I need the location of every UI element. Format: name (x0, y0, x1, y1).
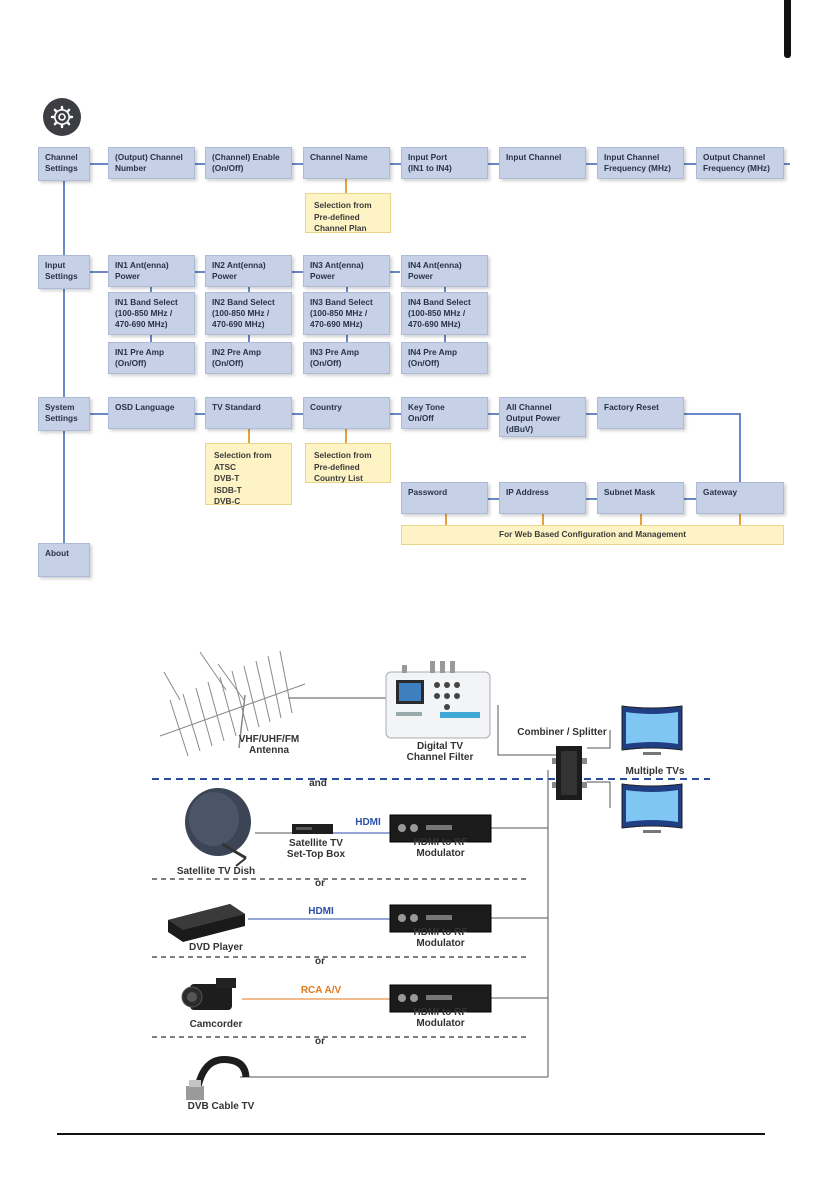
main-spine-line (63, 180, 65, 548)
tv-icon (621, 705, 683, 755)
rca-av-label: RCA A/V (300, 985, 342, 996)
in4-band-select[interactable]: IN4 Band Select (100-850 MHz / 470-690 M… (401, 292, 488, 335)
page-edge-marker (784, 0, 791, 58)
in3-band-select[interactable]: IN3 Band Select (100-850 MHz / 470-690 M… (303, 292, 390, 335)
or-label: or (315, 878, 325, 889)
hdmi-label: HDMI (355, 817, 381, 828)
web-config-note: For Web Based Configuration and Manageme… (401, 525, 784, 545)
modulator-icon (389, 904, 492, 933)
yagi-antenna-icon (159, 650, 306, 757)
all-channel-output-power[interactable]: All Channel Output Power (dBuV) (499, 397, 586, 437)
set-top-box-label: Satellite TV Set-Top Box (286, 838, 346, 860)
note-connector (739, 512, 741, 526)
input-port[interactable]: Input Port (IN1 to IN4) (401, 147, 488, 179)
country[interactable]: Country (303, 397, 390, 429)
satellite-dish-icon (185, 788, 251, 867)
web-ip-address[interactable]: IP Address (499, 482, 586, 514)
settings-gear-icon (43, 98, 81, 136)
tv-icon (621, 783, 683, 833)
system-row-line (90, 413, 698, 415)
dvd-player-label: DVD Player (189, 942, 243, 953)
web-row-line (440, 498, 740, 500)
modulator-icon (389, 984, 492, 1013)
channel-name[interactable]: Channel Name (303, 147, 390, 179)
input-channel[interactable]: Input Channel (499, 147, 586, 179)
factory-to-gateway-line (680, 413, 740, 415)
country-list-note: Selection from Pre-defined Country List (305, 443, 391, 483)
wiring (240, 697, 611, 1078)
channel-plan-note: Selection from Pre-defined Channel Plan (305, 193, 391, 233)
note-connector (542, 512, 544, 526)
factory-reset[interactable]: Factory Reset (597, 397, 684, 429)
input-channel-frequency[interactable]: Input Channel Frequency (MHz) (597, 147, 684, 179)
modulator-label: HDMI to RF Modulator (413, 927, 468, 949)
multiple-tvs-label: Multiple TVs (625, 766, 685, 777)
dvb-cable-tv-label: DVB Cable TV (187, 1101, 255, 1112)
satellite-dish-label: Satellite TV Dish (176, 866, 256, 877)
gateway-drop-line (739, 413, 741, 483)
modulator-label: HDMI to RF Modulator (413, 1007, 468, 1029)
camcorder-label: Camcorder (189, 1019, 243, 1030)
web-password[interactable]: Password (401, 482, 488, 514)
key-tone[interactable]: Key Tone On/Off (401, 397, 488, 429)
channel-enable[interactable]: (Channel) Enable (On/Off) (205, 147, 292, 179)
set-top-box-icon (292, 824, 333, 834)
note-connector (248, 428, 250, 444)
web-gateway[interactable]: Gateway (696, 482, 784, 514)
footer-rule (57, 1133, 765, 1135)
in3-antenna-power[interactable]: IN3 Ant(enna) Power (303, 255, 390, 287)
menu-about[interactable]: About (38, 543, 90, 577)
in4-pre-amp[interactable]: IN4 Pre Amp (On/Off) (401, 342, 488, 374)
or-label: or (315, 1036, 325, 1047)
combiner-splitter-icon (552, 746, 587, 800)
or-label: or (315, 956, 325, 967)
menu-channel-settings[interactable]: Channel Settings (38, 147, 90, 181)
channel-filter-device-icon (385, 661, 491, 739)
note-connector (345, 178, 347, 194)
in1-band-select[interactable]: IN1 Band Select (100-850 MHz / 470-690 M… (108, 292, 195, 335)
modulator-label: HDMI to RF Modulator (413, 837, 468, 859)
in2-pre-amp[interactable]: IN2 Pre Amp (On/Off) (205, 342, 292, 374)
in4-antenna-power[interactable]: IN4 Ant(enna) Power (401, 255, 488, 287)
menu-input-settings[interactable]: Input Settings (38, 255, 90, 289)
web-subnet-mask[interactable]: Subnet Mask (597, 482, 684, 514)
in1-pre-amp[interactable]: IN1 Pre Amp (On/Off) (108, 342, 195, 374)
channel-filter-label: Digital TV Channel Filter (406, 741, 474, 763)
hdmi-label: HDMI (308, 906, 334, 917)
dvd-player-icon (168, 904, 245, 942)
note-connector (640, 512, 642, 526)
camcorder-icon (181, 978, 236, 1010)
note-connector (445, 512, 447, 526)
tv-standard-note: Selection from ATSC DVB-T ISDB-T DVB-C (205, 443, 292, 506)
and-label: and (309, 778, 327, 789)
cable-connector-icon (186, 1056, 250, 1101)
channel-output-number[interactable]: (Output) Channel Number (108, 147, 195, 179)
output-channel-frequency[interactable]: Output Channel Frequency (MHz) (696, 147, 784, 179)
combiner-splitter-label: Combiner / Splitter (517, 727, 607, 738)
in2-band-select[interactable]: IN2 Band Select (100-850 MHz / 470-690 M… (205, 292, 292, 335)
modulator-icon (389, 814, 492, 843)
in3-pre-amp[interactable]: IN3 Pre Amp (On/Off) (303, 342, 390, 374)
in2-antenna-power[interactable]: IN2 Ant(enna) Power (205, 255, 292, 287)
antenna-label: VHF/UHF/FM Antenna (238, 734, 300, 756)
menu-system-settings[interactable]: System Settings (38, 397, 90, 431)
in1-antenna-power[interactable]: IN1 Ant(enna) Power (108, 255, 195, 287)
tv-standard[interactable]: TV Standard (205, 397, 292, 429)
osd-language[interactable]: OSD Language (108, 397, 195, 429)
note-connector (345, 428, 347, 444)
